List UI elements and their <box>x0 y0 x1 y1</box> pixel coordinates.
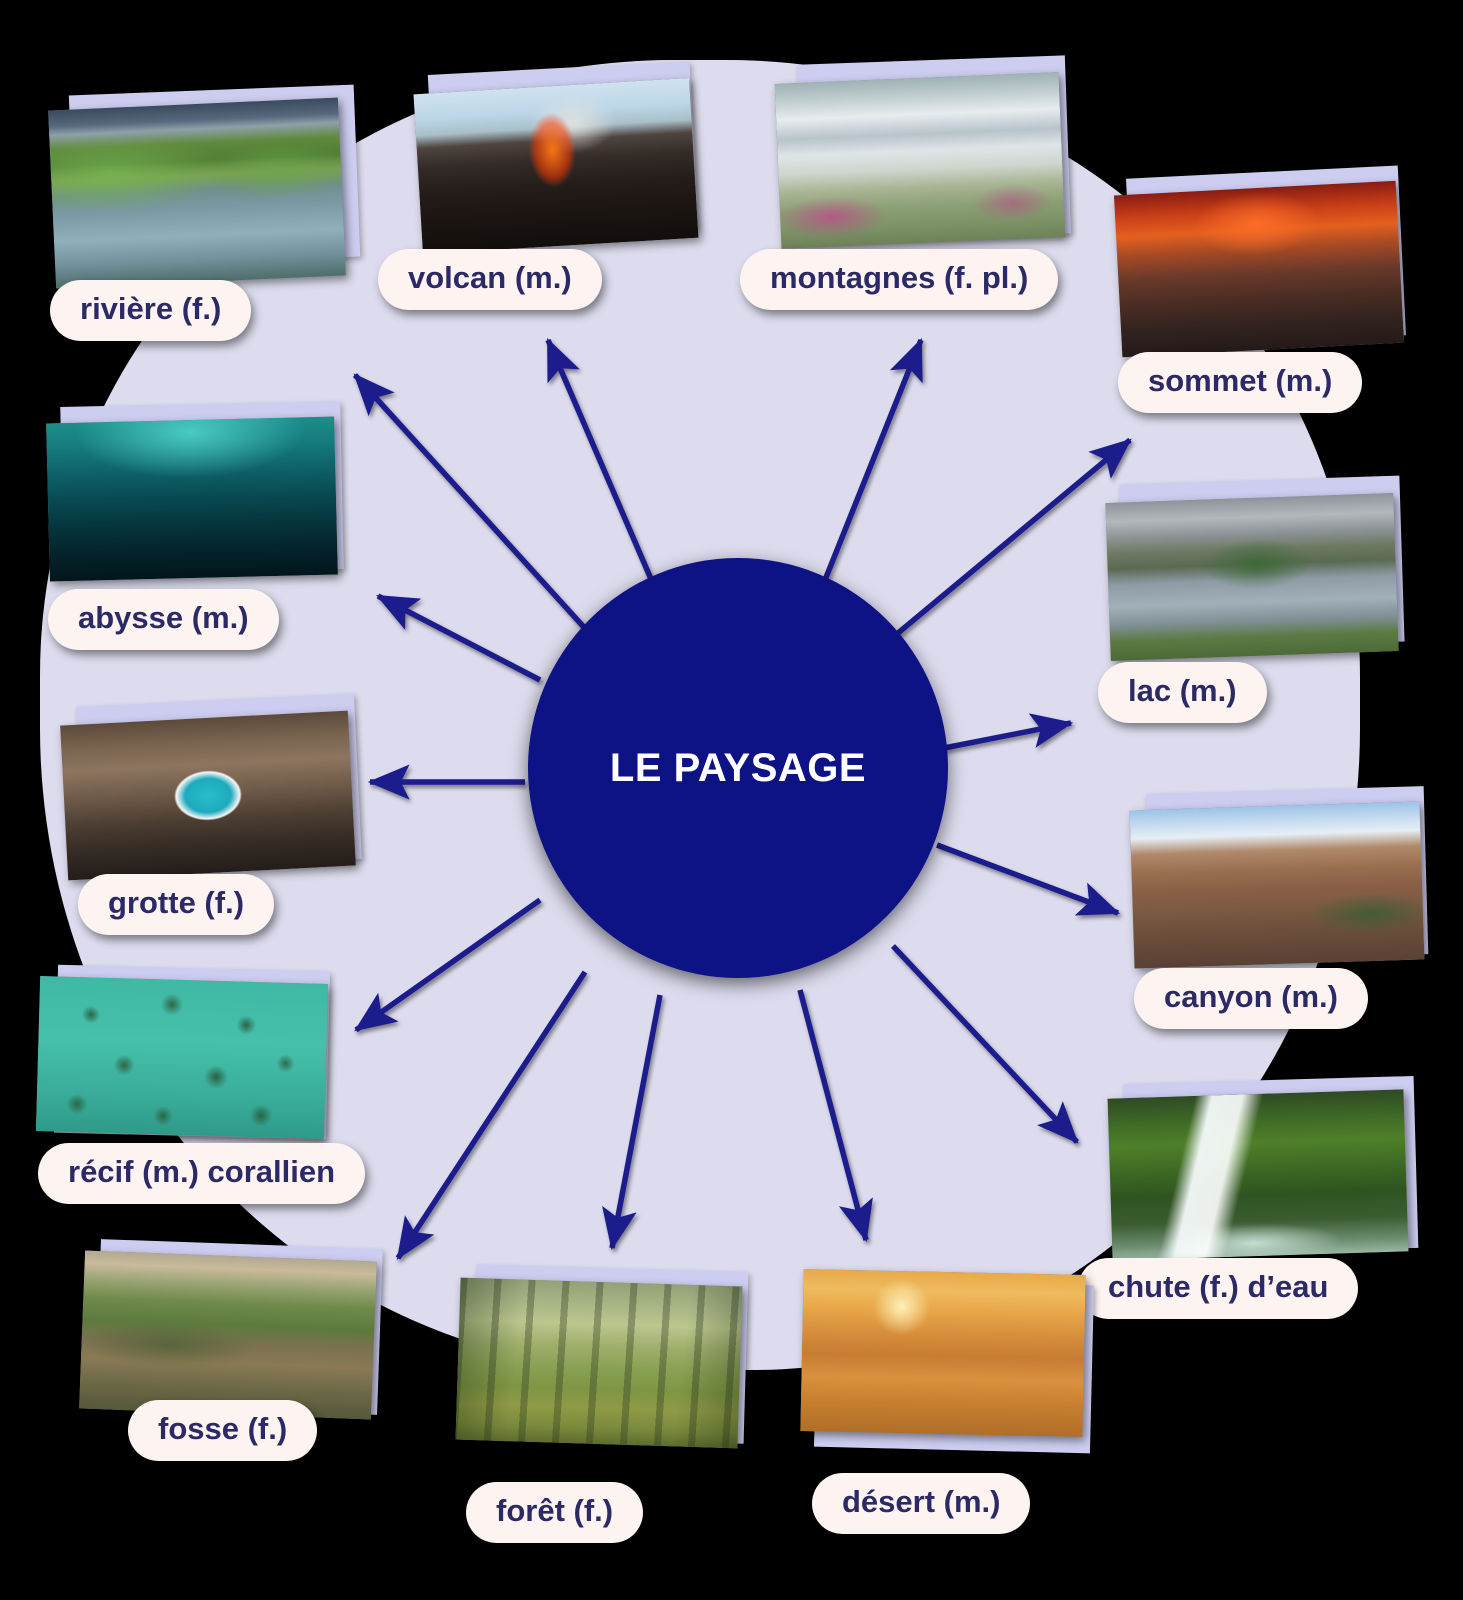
arrow-to-chute-deau <box>890 944 1080 1144</box>
arrow-to-fosse <box>395 970 588 1260</box>
chute-deau-photo <box>1107 1089 1409 1261</box>
label-montagnes[interactable]: montagnes (f. pl.) <box>740 249 1059 310</box>
label-grotte[interactable]: grotte (f.) <box>78 874 275 935</box>
arrow-to-canyon <box>936 842 1121 916</box>
label-volcan[interactable]: volcan (m.) <box>378 249 602 310</box>
arrow-to-sommet <box>878 437 1132 651</box>
label-sommet[interactable]: sommet (m.) <box>1118 352 1363 413</box>
label-fosse[interactable]: fosse (f.) <box>128 1400 318 1461</box>
label-chute-deau[interactable]: chute (f.) d’eau <box>1078 1258 1359 1319</box>
label-riviere[interactable]: rivière (f.) <box>50 280 252 341</box>
abysse-photo <box>46 416 338 582</box>
arrow-to-desert <box>797 989 873 1243</box>
arrow-to-riviere <box>352 373 604 648</box>
fosse-photo <box>79 1250 377 1420</box>
foret-photo <box>455 1277 743 1449</box>
arrow-to-abysse <box>376 593 542 683</box>
arrow-to-lac <box>943 713 1074 751</box>
label-lac[interactable]: lac (m.) <box>1098 662 1267 723</box>
arrow-to-montagnes <box>814 337 924 602</box>
label-recif[interactable]: récif (m.) corallien <box>38 1143 366 1204</box>
grotte-photo <box>60 710 356 881</box>
label-canyon[interactable]: canyon (m.) <box>1134 968 1368 1029</box>
sommet-photo <box>1113 180 1405 358</box>
montagnes-photo <box>774 72 1066 249</box>
arrow-to-recif <box>354 897 542 1033</box>
desert-photo <box>800 1269 1086 1437</box>
arrow-to-volcan <box>545 337 663 602</box>
label-foret[interactable]: forêt (f.) <box>466 1482 644 1543</box>
label-desert[interactable]: désert (m.) <box>812 1473 1031 1534</box>
label-abysse[interactable]: abysse (m.) <box>48 589 279 650</box>
canyon-photo <box>1129 801 1425 969</box>
center-title: LE PAYSAGE <box>609 745 867 790</box>
center-node: LE PAYSAGE <box>528 558 948 978</box>
recif-corallien-photo <box>35 976 329 1139</box>
volcan-photo <box>413 77 699 255</box>
riviere-photo <box>48 97 346 289</box>
lac-photo <box>1105 493 1399 661</box>
arrow-to-foret <box>602 994 663 1251</box>
